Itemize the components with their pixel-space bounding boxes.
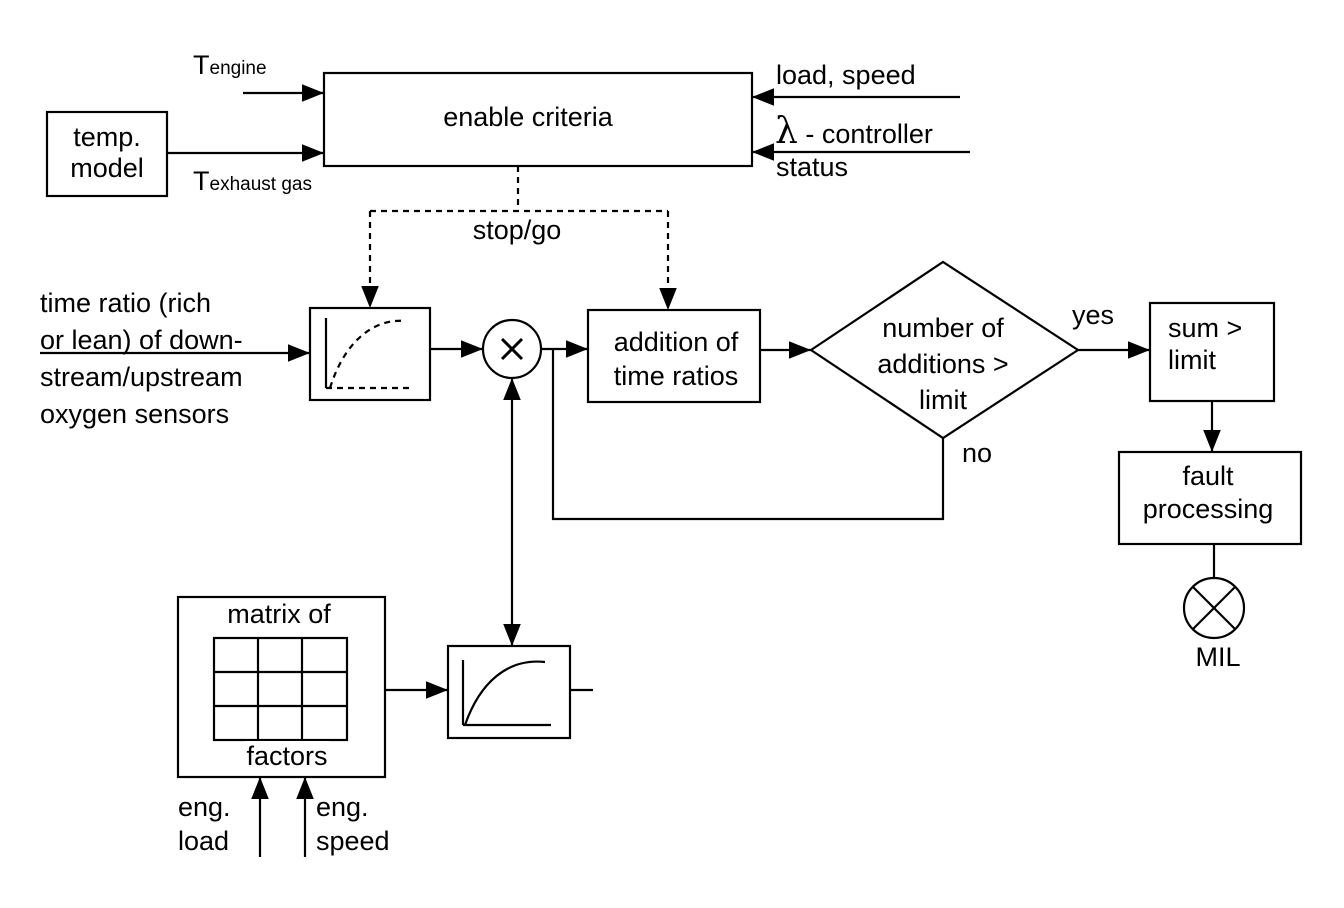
sum-limit-text: sum > limit: [1168, 313, 1243, 375]
time-ratio-label: time ratio (rich or lean) of down- strea…: [40, 288, 243, 429]
matrix-bottom-text: factors: [244, 741, 330, 772]
fault-processing-text: fault processing: [1142, 461, 1274, 524]
lambda-controller-label: λ - controller: [775, 111, 933, 152]
addition-text: addition of time ratios: [613, 327, 739, 391]
mil-label: MIL: [1195, 642, 1241, 672]
no-label: no: [962, 438, 993, 468]
lambda-symbol: λ: [775, 111, 798, 152]
eng-load-label: eng. load: [178, 792, 231, 856]
lambda-status-label: status: [776, 152, 849, 182]
eng-speed-label: eng. speed: [316, 792, 390, 856]
t-engine-label: Tengine: [193, 50, 267, 80]
addition-block: [586, 308, 762, 404]
enable-criteria-text: enable criteria: [443, 102, 613, 132]
matrix-block: [176, 595, 387, 779]
fault-processing-block: [1117, 450, 1303, 546]
matrix-grid: [212, 636, 349, 742]
temp-model-text: temp. model: [70, 122, 144, 183]
decision-text: number of additions > limit: [877, 313, 1009, 415]
load-speed-label: load, speed: [776, 60, 916, 90]
yes-label: yes: [1072, 300, 1115, 330]
stop-go-label: stop/go: [472, 215, 562, 245]
factor-curve-block: [446, 644, 572, 740]
t-exhaust-label: Texhaust gas: [193, 166, 312, 196]
enable-criteria-block: [322, 71, 754, 168]
characteristic-block: [308, 306, 432, 402]
matrix-top-text: matrix of: [225, 599, 333, 630]
